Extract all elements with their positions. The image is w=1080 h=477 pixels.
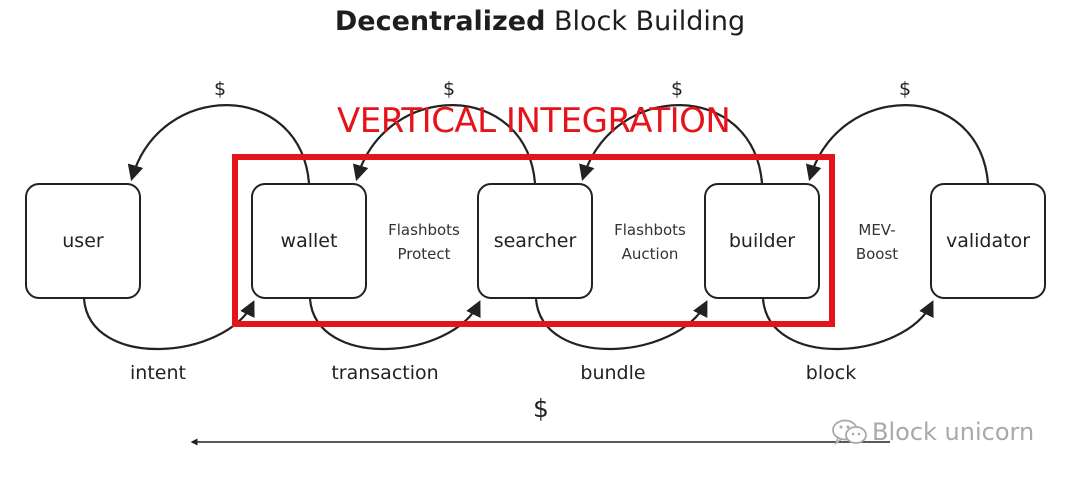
payment-arc-wallet-to-user — [127, 104, 311, 184]
node-validator: validator — [930, 183, 1046, 299]
flow-arc-user-to-wallet — [82, 298, 255, 351]
between-label-flashbots-auction: Flashbots Auction — [595, 218, 705, 266]
node-label: wallet — [280, 230, 338, 252]
overall-payment-label: $ — [533, 394, 549, 423]
payment-label: $ — [442, 78, 456, 100]
between-label-line: MEV- — [858, 221, 896, 239]
diagram-title: Decentralized Block Building — [0, 6, 1080, 37]
vertical-integration-label: VERTICAL INTEGRATION — [337, 101, 731, 141]
flow-label-block: block — [805, 362, 857, 384]
node-user: user — [25, 183, 141, 299]
vertical-integration-box — [232, 154, 835, 327]
node-searcher: searcher — [477, 183, 593, 299]
between-label-mev-boost: MEV- Boost — [822, 218, 932, 266]
wechat-icon — [832, 419, 867, 446]
payment-arc-validator-to-builder — [805, 104, 990, 184]
title-rest: Block Building — [545, 6, 746, 37]
flow-label-transaction: transaction — [331, 362, 439, 384]
node-label: searcher — [493, 230, 577, 252]
node-label: user — [62, 230, 104, 252]
node-label: builder — [728, 230, 796, 252]
flow-label-bundle: bundle — [580, 362, 646, 384]
between-label-line: Auction — [621, 245, 679, 263]
between-label-line: Protect — [397, 245, 451, 263]
payment-arc-searcher-to-wallet — [352, 104, 537, 184]
flow-label-intent: intent — [130, 362, 186, 384]
payment-label: $ — [898, 78, 912, 100]
between-label-line: Flashbots — [614, 221, 686, 239]
node-wallet: wallet — [251, 183, 367, 299]
watermark-text: Block unicorn — [872, 418, 1035, 446]
title-bold: Decentralized — [334, 6, 546, 37]
payment-arc-builder-to-searcher — [579, 104, 764, 184]
between-label-flashbots-protect: Flashbots Protect — [369, 218, 479, 266]
payment-label: $ — [670, 78, 684, 100]
between-label-line: Flashbots — [388, 221, 460, 239]
watermark: Block unicorn — [830, 418, 1034, 446]
node-builder: builder — [704, 183, 820, 299]
between-label-line: Boost — [855, 245, 899, 263]
payment-label: $ — [213, 78, 227, 100]
node-label: validator — [945, 230, 1031, 252]
